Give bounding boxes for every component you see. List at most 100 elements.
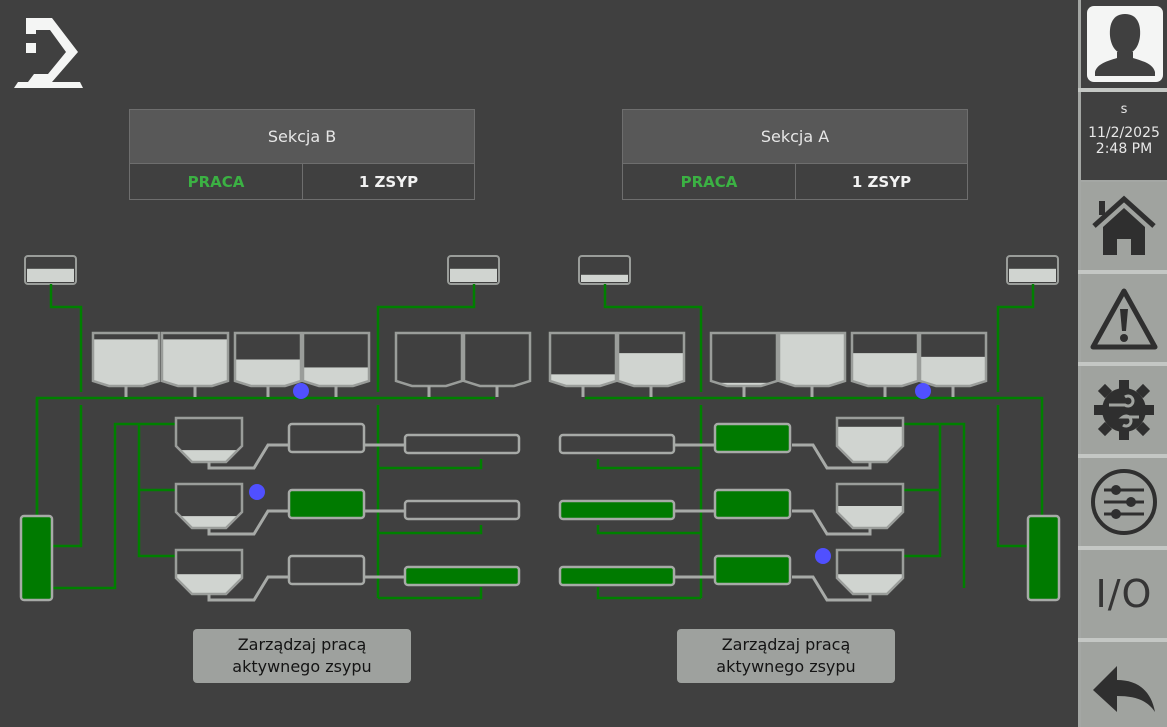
sidebar-item-back[interactable] <box>1081 642 1167 727</box>
status-indicator-dot <box>915 383 931 399</box>
small-tank-level <box>27 268 74 282</box>
hopper-level <box>162 339 228 386</box>
sidebar-divider <box>1078 454 1167 458</box>
scale-hopper-outline <box>835 482 905 530</box>
sidebar-item-io[interactable]: I/O <box>1081 550 1167 638</box>
hopper-outline <box>233 331 303 388</box>
sliders-icon <box>1091 469 1157 535</box>
gear-wrench-icon <box>1094 380 1154 440</box>
section-a-title: Sekcja A <box>622 109 968 164</box>
chute-line <box>207 575 288 602</box>
conveyor <box>403 433 521 455</box>
section-a-mode: 1 ZSYP <box>795 163 968 200</box>
sidebar-divider <box>1078 88 1167 92</box>
hopper-outline <box>301 331 371 388</box>
sidebar-divider <box>1078 362 1167 366</box>
date-display: 11/2/2025 <box>1088 125 1160 141</box>
feeder <box>713 488 792 520</box>
scale-hopper-outline <box>174 482 244 530</box>
hopper-body <box>464 333 530 386</box>
logo-icon <box>14 18 83 88</box>
conveyor <box>403 499 521 521</box>
hopper-outline <box>548 331 618 388</box>
pipe-line <box>904 424 942 558</box>
hopper-level <box>852 353 918 386</box>
io-icon: I/O <box>1095 572 1153 616</box>
hopper-level <box>920 356 986 386</box>
pipe-line <box>378 459 483 470</box>
section-a-manage-button[interactable]: Zarządzaj pracą aktywnego zsypu <box>677 629 895 683</box>
feeder <box>713 422 792 454</box>
hopper-outline <box>777 331 847 388</box>
hopper-level <box>711 382 777 386</box>
hopper-outline <box>850 331 920 388</box>
pipe-line <box>137 424 176 558</box>
feeder <box>287 422 366 454</box>
scale-hopper-outline <box>174 416 244 464</box>
user-name: s <box>1120 102 1128 117</box>
sidebar-item-settings[interactable] <box>1081 366 1167 454</box>
section-a-status: PRACA <box>622 163 796 200</box>
scale-hopper-level <box>176 516 242 528</box>
storage-column <box>19 514 54 602</box>
sidebar-item-parameters[interactable] <box>1081 458 1167 546</box>
process-diagram <box>19 255 1061 602</box>
section-b-title: Sekcja B <box>129 109 475 164</box>
scale-hopper-level <box>837 506 903 528</box>
chute-line <box>207 443 288 470</box>
hopper-body <box>396 333 462 386</box>
pipe-line <box>596 587 701 600</box>
storage-column <box>1026 514 1061 602</box>
main-panel: Sekcja B PRACA 1 ZSYP Sekcja A PRACA 1 Z… <box>14 18 1061 683</box>
pipe-line <box>996 405 1027 548</box>
pipe-line <box>596 459 701 470</box>
section-b-manage-button[interactable]: Zarządzaj pracą aktywnego zsypu <box>193 629 411 683</box>
hopper-outline <box>91 331 161 388</box>
pipe-line <box>585 396 1044 516</box>
section-a-panel: Sekcja A PRACA 1 ZSYP <box>622 109 968 200</box>
pipe-line <box>596 525 701 535</box>
back-arrow-icon <box>1093 665 1155 712</box>
hopper-outline <box>709 331 779 388</box>
pipe-line <box>53 422 176 590</box>
conveyor <box>558 565 676 587</box>
warning-icon <box>1090 288 1158 350</box>
status-indicator-dot <box>249 484 265 500</box>
avatar <box>1087 6 1163 82</box>
user-button[interactable] <box>1081 0 1167 88</box>
status-indicator-dot <box>293 383 309 399</box>
small-tank-level <box>450 268 497 282</box>
conveyor <box>558 433 676 455</box>
home-icon <box>1092 195 1156 255</box>
pipe-line <box>53 405 83 548</box>
small-tank-level <box>1009 268 1056 282</box>
chute-line <box>207 509 288 536</box>
pipe-line <box>378 525 483 535</box>
chute-line <box>792 509 872 536</box>
scale-hopper-level <box>176 574 242 594</box>
pipe-line <box>603 284 703 392</box>
feeder <box>713 554 792 586</box>
section-b-status: PRACA <box>129 163 303 200</box>
section-b-manage-label: Zarządzaj pracą aktywnego zsypu <box>232 635 372 676</box>
conveyor <box>558 499 676 521</box>
sidebar-divider <box>1078 270 1167 274</box>
hopper-level <box>779 333 845 386</box>
status-indicator-dot <box>815 548 831 564</box>
pipe-line <box>996 284 1035 392</box>
user-silhouette-icon <box>1095 14 1155 76</box>
hopper-outline <box>462 331 532 388</box>
section-a-manage-label: Zarządzaj pracą aktywnego zsypu <box>716 635 856 676</box>
feeder <box>287 554 366 586</box>
hopper-outline <box>918 331 988 388</box>
section-b-panel: Sekcja B PRACA 1 ZSYP <box>129 109 475 200</box>
hopper-outline <box>616 331 686 388</box>
scale-hopper-outline <box>835 548 905 596</box>
sidebar-divider <box>1078 546 1167 550</box>
scale-hopper-outline <box>174 548 244 596</box>
pipe-line <box>378 587 483 600</box>
sidebar-item-home[interactable] <box>1081 182 1167 270</box>
pipe-line <box>904 422 966 588</box>
sidebar-item-alarms[interactable] <box>1081 274 1167 362</box>
pipe-line <box>49 284 83 392</box>
